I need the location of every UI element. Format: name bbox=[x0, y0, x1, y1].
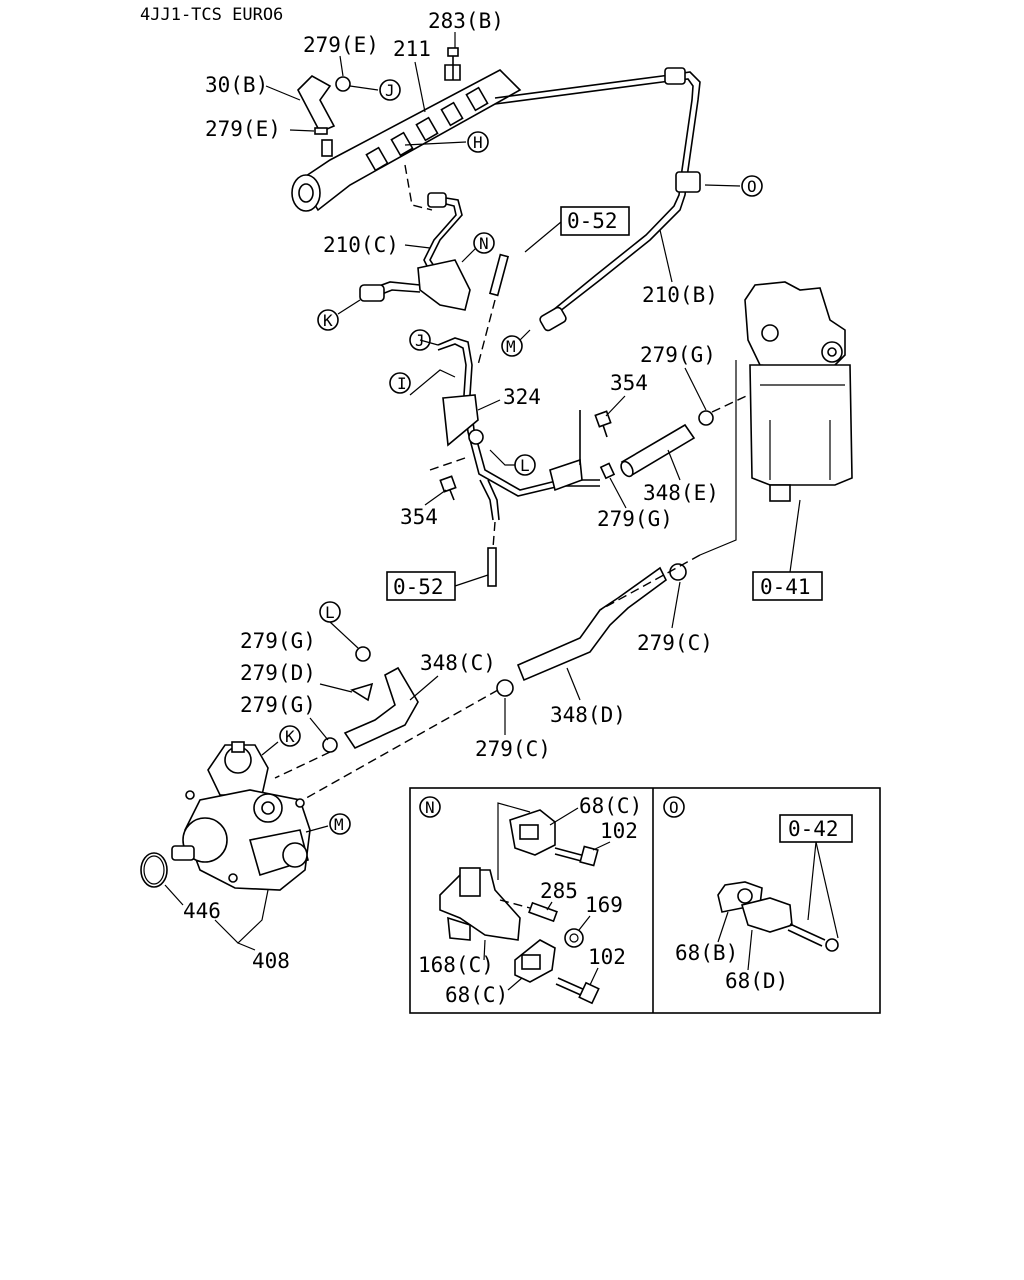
svg-text:M: M bbox=[334, 815, 344, 834]
svg-text:0-52: 0-52 bbox=[393, 575, 444, 599]
common-rail bbox=[291, 64, 522, 212]
callout-o-detail bbox=[663, 796, 685, 818]
pipe-210c bbox=[359, 192, 471, 311]
callout-n-top bbox=[473, 232, 495, 254]
callout-k-top bbox=[317, 309, 339, 331]
svg-text:I: I bbox=[397, 374, 407, 393]
nut-169 bbox=[564, 928, 584, 948]
stud-285 bbox=[528, 901, 558, 923]
svg-text:O: O bbox=[747, 177, 757, 196]
clip-279d bbox=[350, 682, 374, 702]
label-68c-upper: 68(C) bbox=[579, 794, 642, 818]
label-348e: 348(E) bbox=[643, 481, 719, 505]
clip-68c-upper bbox=[509, 809, 556, 856]
bolt-283b bbox=[447, 47, 459, 80]
callout-j-mid bbox=[409, 329, 431, 351]
diagram-title: 4JJ1-TCS EURO6 bbox=[140, 5, 283, 25]
label-279g-a: 279(G) bbox=[640, 343, 716, 367]
label-408: 408 bbox=[252, 949, 290, 973]
label-279g-b: 279(G) bbox=[597, 507, 673, 531]
label-324: 324 bbox=[503, 385, 541, 409]
label-283b: 283(B) bbox=[428, 9, 504, 33]
label-30b: 30(B) bbox=[205, 73, 268, 97]
ref-box-0-52-top bbox=[560, 206, 630, 236]
callout-j-top bbox=[379, 79, 401, 101]
ref-box-0-42 bbox=[779, 814, 853, 843]
callout-k-lower bbox=[279, 725, 301, 747]
ref-box-0-41 bbox=[752, 571, 823, 601]
label-68d: 68(D) bbox=[725, 969, 788, 993]
callout-n-detail bbox=[419, 796, 441, 818]
svg-text:J: J bbox=[385, 81, 395, 100]
label-279d: 279(D) bbox=[240, 661, 316, 685]
label-210c: 210(C) bbox=[323, 233, 399, 257]
svg-text:K: K bbox=[285, 727, 295, 746]
svg-text:O: O bbox=[669, 798, 679, 817]
svg-text:M: M bbox=[506, 337, 516, 356]
svg-text:J: J bbox=[415, 331, 425, 350]
hose-348e bbox=[620, 423, 696, 478]
pipe-210b bbox=[494, 67, 701, 332]
bolt-102-lower bbox=[555, 977, 600, 1005]
label-279e-left: 279(E) bbox=[205, 117, 281, 141]
hose-348d bbox=[516, 563, 687, 682]
clip-279g-b bbox=[599, 462, 616, 480]
supply-pump bbox=[171, 741, 311, 891]
callout-i bbox=[389, 372, 411, 394]
bolt-102-upper bbox=[554, 845, 599, 867]
svg-text:L: L bbox=[520, 456, 530, 475]
bolt-0-42 bbox=[787, 923, 839, 952]
label-279c-b: 279(C) bbox=[475, 737, 551, 761]
ref-box-0-52-bottom bbox=[386, 571, 456, 601]
svg-text:H: H bbox=[473, 133, 483, 152]
label-279e-top: 279(E) bbox=[303, 33, 379, 57]
label-354-b: 354 bbox=[400, 505, 438, 529]
callout-m-lower bbox=[329, 813, 351, 835]
label-348d: 348(D) bbox=[550, 703, 626, 727]
bolt-354-a bbox=[594, 410, 612, 438]
label-279g-c: 279(G) bbox=[240, 629, 316, 653]
label-102-lower: 102 bbox=[588, 945, 626, 969]
hose-348c bbox=[343, 666, 419, 750]
label-68c-lower: 68(C) bbox=[445, 983, 508, 1007]
label-210b: 210(B) bbox=[642, 283, 718, 307]
callout-m-top bbox=[501, 335, 523, 357]
label-68b: 68(B) bbox=[675, 941, 738, 965]
bracket-168c bbox=[439, 867, 521, 941]
callout-l-lower bbox=[319, 601, 341, 623]
bolt-354-b bbox=[439, 475, 457, 501]
label-279g-d: 279(G) bbox=[240, 693, 316, 717]
label-285: 285 bbox=[540, 879, 578, 903]
svg-text:L: L bbox=[325, 603, 335, 622]
fuel-filter bbox=[744, 281, 853, 502]
clip-279g-d bbox=[322, 737, 338, 753]
label-168c: 168(C) bbox=[418, 953, 494, 977]
svg-text:N: N bbox=[425, 798, 435, 817]
callout-o-top bbox=[741, 175, 763, 197]
svg-text:0-52: 0-52 bbox=[567, 209, 618, 233]
o-ring-446 bbox=[140, 852, 168, 888]
clip-279g-c bbox=[355, 646, 371, 662]
clip-68c-lower bbox=[514, 939, 556, 983]
svg-text:0-41: 0-41 bbox=[760, 575, 811, 599]
label-169: 169 bbox=[585, 893, 623, 917]
leak-off-assembly bbox=[437, 337, 600, 521]
label-354-a: 354 bbox=[610, 371, 648, 395]
callout-h bbox=[467, 131, 489, 153]
label-102-upper: 102 bbox=[600, 819, 638, 843]
clip-279g-a bbox=[698, 410, 714, 426]
label-211: 211 bbox=[393, 37, 431, 61]
clip-279c-a bbox=[496, 679, 514, 697]
svg-text:N: N bbox=[479, 234, 489, 253]
label-348c: 348(C) bbox=[420, 651, 496, 675]
svg-text:0-42: 0-42 bbox=[788, 817, 839, 841]
svg-text:K: K bbox=[323, 311, 333, 330]
callout-l-mid bbox=[514, 454, 536, 476]
label-446: 446 bbox=[183, 899, 221, 923]
label-279c-a: 279(C) bbox=[637, 631, 713, 655]
